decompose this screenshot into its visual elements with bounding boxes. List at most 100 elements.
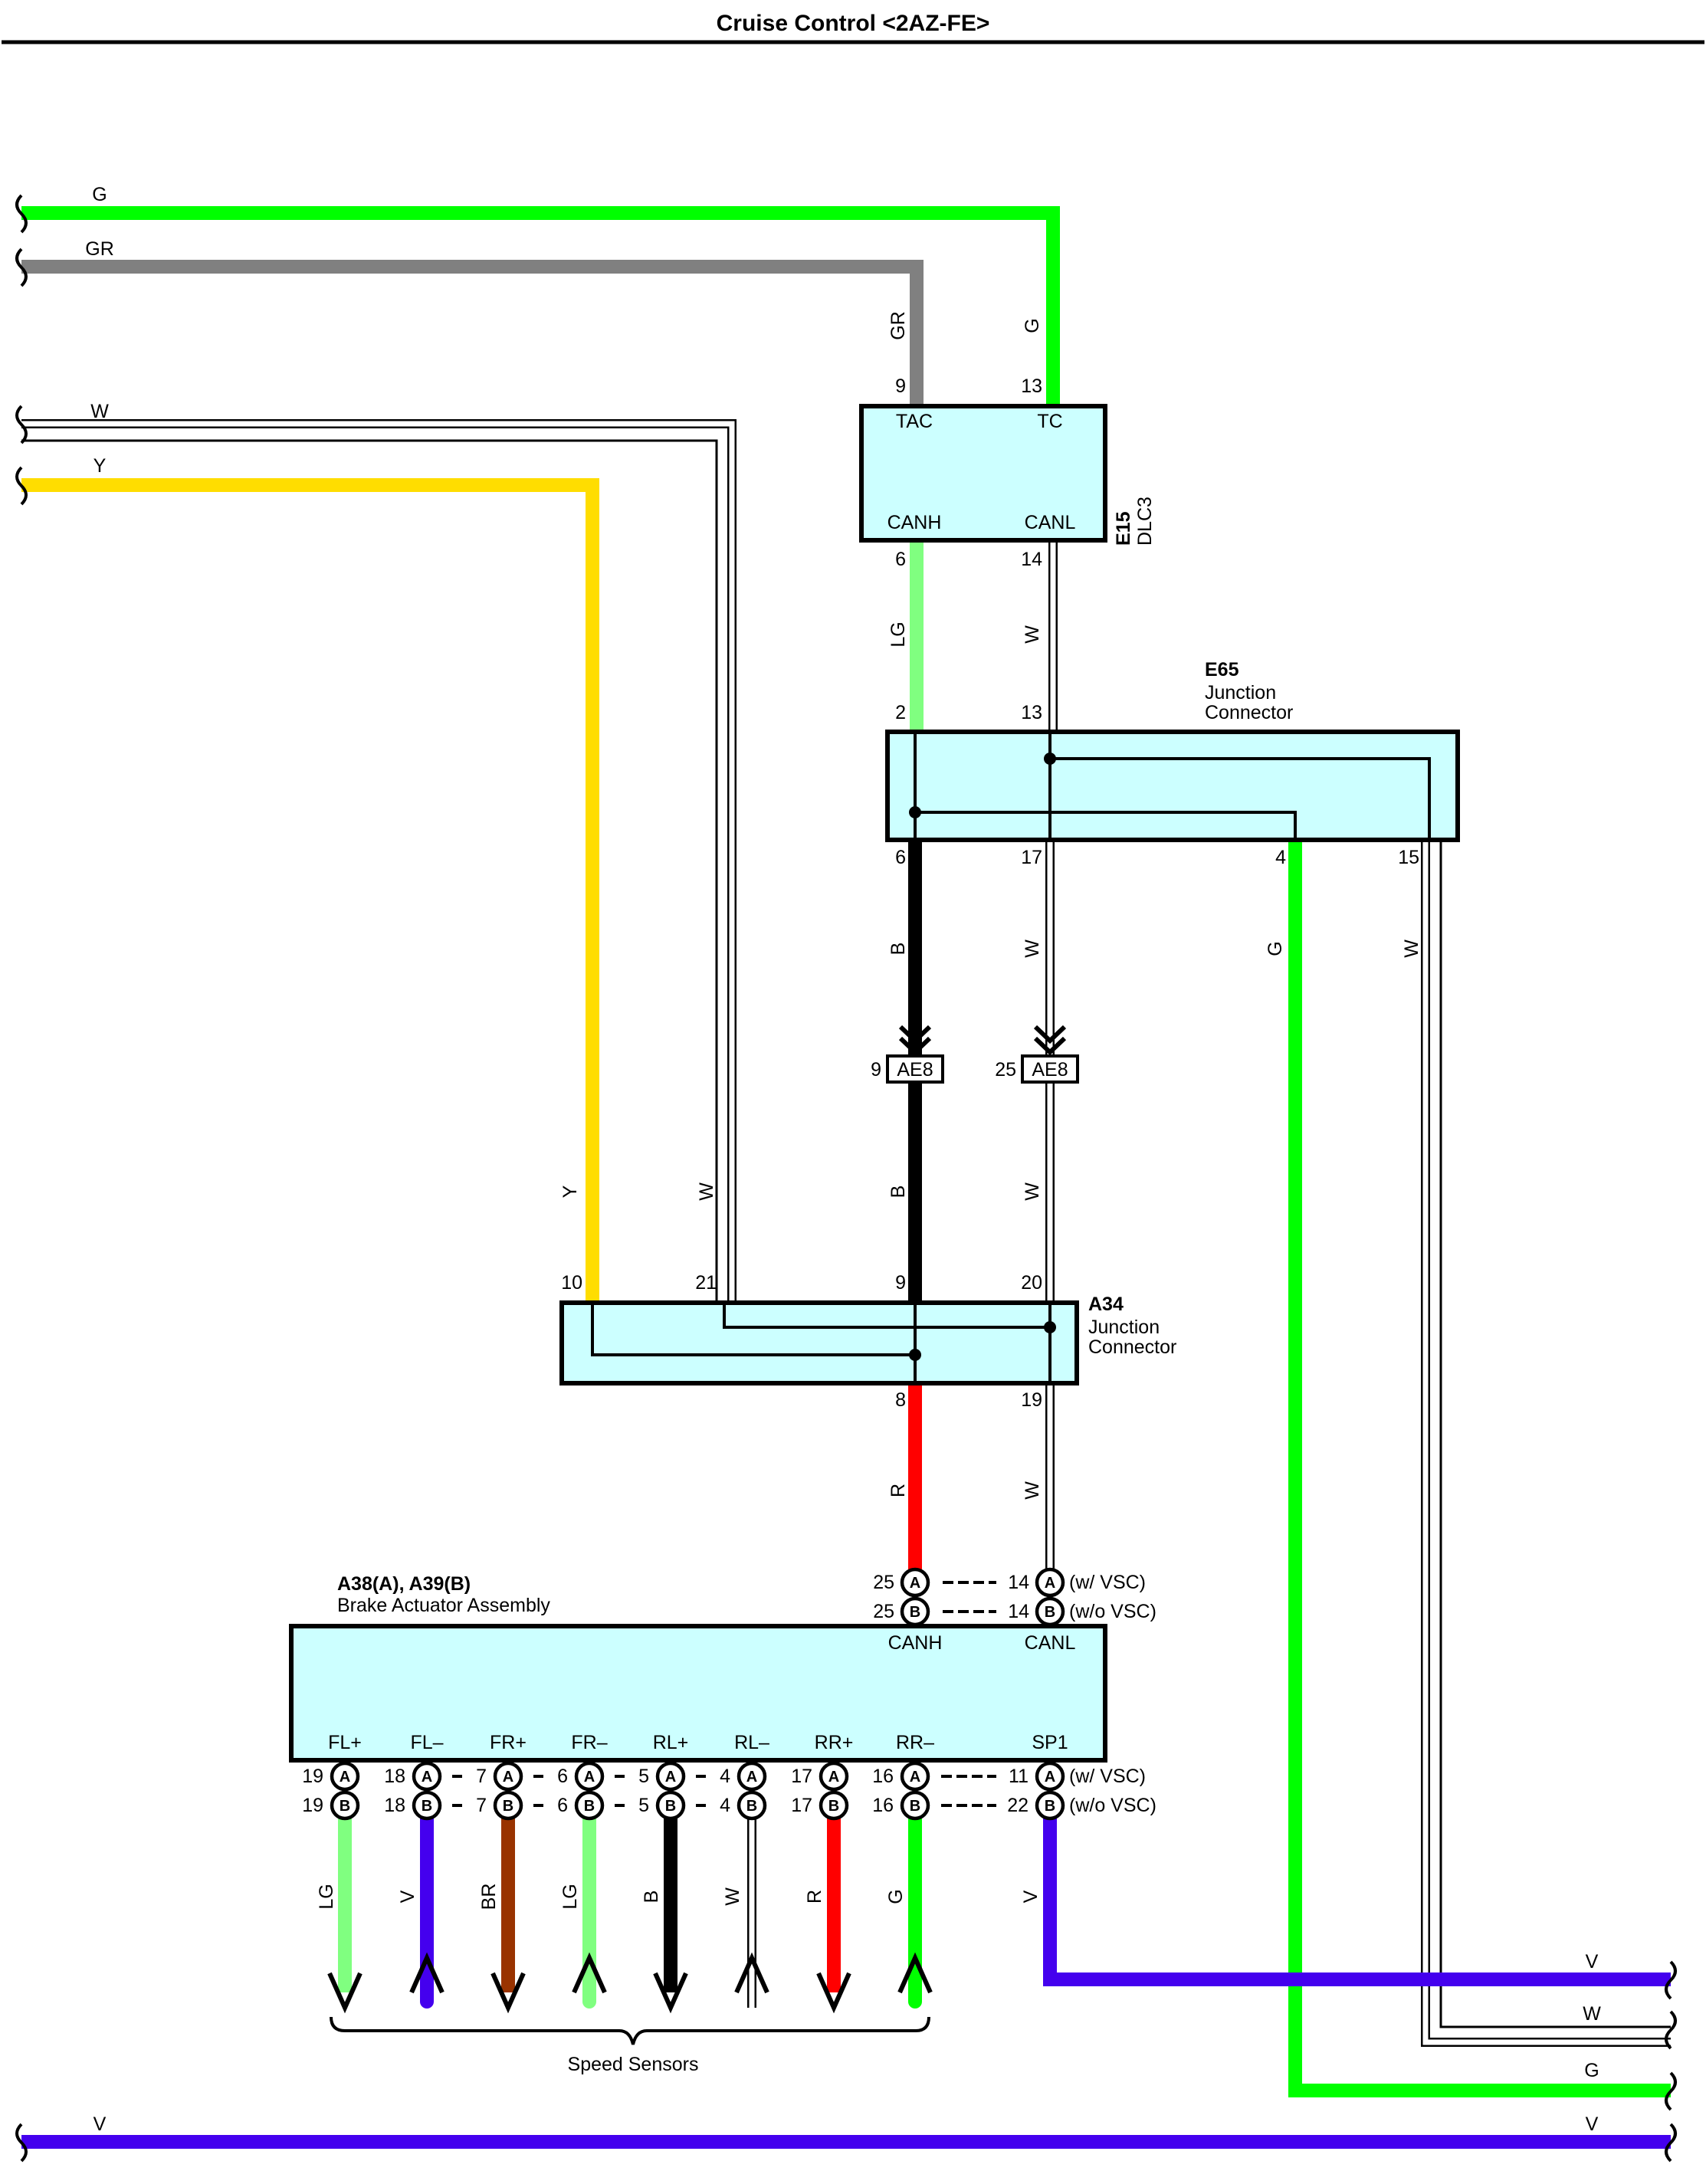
a34-pin-9: 9 <box>895 1272 906 1294</box>
ae8-left-box <box>886 1054 944 1084</box>
e65-line1: Junction <box>1205 682 1276 703</box>
sensor-pinno-fr-minus-a: 6 <box>557 1766 568 1787</box>
brake-actuator-assembly <box>289 1624 1107 1763</box>
e65-wire-g: G <box>1265 941 1286 956</box>
left-wire-label-w: W <box>90 401 109 422</box>
pin-letter: A <box>340 1769 350 1786</box>
ae8-wire-w: W <box>1022 1182 1043 1201</box>
sensor-label-fl-minus: FL– <box>410 1732 443 1753</box>
wire-w-left <box>21 419 737 1303</box>
e65-pin-17: 17 <box>1021 847 1042 868</box>
ae8-right-box <box>1021 1054 1079 1084</box>
sensor-label-fr-plus: FR+ <box>490 1732 527 1753</box>
sensor-rr-minus <box>897 1809 933 2009</box>
a34-wire-w: W <box>696 1182 717 1201</box>
sp1-pinno-a: 11 <box>1009 1766 1029 1787</box>
sensor-pin-dashes <box>452 1775 706 1807</box>
actuator-canh-pinno-b: 25 <box>873 1601 894 1622</box>
e65-code: E65 <box>1205 659 1239 680</box>
pin-letter: B <box>665 1798 676 1815</box>
e65-pin-2: 2 <box>895 702 906 723</box>
actuator-name: Brake Actuator Assembly <box>337 1595 550 1616</box>
right-wire-label-w: W <box>1583 2003 1601 2025</box>
ae8-left-label: AE8 <box>897 1059 933 1081</box>
e65-pin-4: 4 <box>1275 847 1286 868</box>
pin-letter: A <box>422 1769 432 1786</box>
sensor-label-fl-plus: FL+ <box>328 1732 362 1753</box>
pin-letter: B <box>340 1798 350 1815</box>
sensor-rl-plus <box>653 1816 688 2014</box>
a34-line2: Connector <box>1088 1336 1176 1358</box>
e65-wire-w: W <box>1022 940 1043 958</box>
dlc3-pinno-canh: 6 <box>895 549 906 570</box>
pin-letter: B <box>746 1798 757 1815</box>
ae8-wire-b: B <box>887 1185 909 1199</box>
pin-letter: A <box>584 1769 595 1786</box>
sensor-wire-label-rr-plus: R <box>804 1890 825 1904</box>
sensor-pinno-fr-minus-b: 6 <box>557 1795 568 1816</box>
e65-splice-2 <box>1044 753 1056 765</box>
sensor-wire-label-fl-plus: LG <box>316 1884 337 1909</box>
sensor-label-rr-minus: RR– <box>896 1732 934 1753</box>
sensor-pinno-rl-plus-a: 5 <box>638 1766 649 1787</box>
sensor-pinno-fl-plus-a: 19 <box>302 1766 323 1787</box>
sensor-pinno-fl-minus-a: 18 <box>384 1766 405 1787</box>
e65-pin-6: 6 <box>895 847 906 868</box>
dlc3-pin-tac: TAC <box>896 411 933 432</box>
dlc3-pinno-tc: 13 <box>1021 375 1042 397</box>
sensor-pinno-rl-plus-b: 5 <box>638 1795 649 1816</box>
e65-pin-13: 13 <box>1021 702 1042 723</box>
a34-pin-21: 21 <box>695 1272 717 1294</box>
pin-letter: B <box>422 1798 432 1815</box>
dlc3-wire-w: W <box>1022 625 1043 644</box>
arrow-down-icon <box>490 1972 526 2014</box>
left-wire-label-y: Y <box>94 455 107 477</box>
a34-internal-wiring <box>591 1303 1051 1383</box>
sp1-note-a: (w/ VSC) <box>1069 1766 1146 1787</box>
sensor-fl-plus <box>327 1816 363 2014</box>
actuator-pin-canl: CANL <box>1025 1632 1076 1654</box>
pin-letter: B <box>910 1798 920 1815</box>
pin-letter: B <box>584 1798 595 1815</box>
sensor-pinno-fl-plus-b: 19 <box>302 1795 323 1816</box>
right-wire-label-v: V <box>1586 1951 1599 1972</box>
sensor-label-rl-minus: RL– <box>734 1732 769 1753</box>
ae8-chevron-right <box>1033 1025 1067 1056</box>
wire-w-e65 <box>1421 840 1671 2047</box>
a34-pin-10: 10 <box>561 1272 582 1294</box>
pin-letter: A <box>1045 1769 1055 1786</box>
dlc3-pinno-canl: 14 <box>1021 549 1042 570</box>
sensor-pin-circles <box>330 1761 1065 1821</box>
a34-wire-y: Y <box>559 1185 581 1198</box>
e65-junction-connector <box>885 730 1460 842</box>
arrow-up-icon <box>734 1952 769 1994</box>
ae8-left-pin: 9 <box>871 1059 881 1081</box>
page-title: Cruise Control <2AZ-FE> <box>717 11 990 36</box>
speed-sensors-label: Speed Sensors <box>568 2054 699 2075</box>
sensor-rr-plus <box>816 1816 851 2014</box>
wire-w-left-core <box>21 421 735 1303</box>
ae8-right-pin: 25 <box>995 1059 1016 1081</box>
dlc3-pin-canh: CANH <box>887 512 942 533</box>
pin-letter: B <box>828 1798 839 1815</box>
sensor-pinno-rr-minus-a: 16 <box>872 1766 894 1787</box>
a34-pin-19: 19 <box>1021 1389 1042 1411</box>
actuator-pin-sp1: SP1 <box>1032 1732 1068 1753</box>
ae8-chevron-left <box>898 1025 932 1056</box>
pin-letter: B <box>1045 1798 1055 1815</box>
a34-splice-2 <box>1044 1321 1056 1333</box>
a34-line1: Junction <box>1088 1317 1160 1338</box>
wire-w-left-inner <box>21 439 718 1303</box>
wire-w-e65-core <box>1422 840 1671 2045</box>
sp1-pinno-b: 22 <box>1007 1795 1029 1816</box>
sensor-fr-minus <box>572 1809 607 2009</box>
dlc3-wire-g: G <box>1022 318 1043 333</box>
e65-pin-15: 15 <box>1398 847 1419 868</box>
dlc3-name: DLC3 <box>1134 497 1156 546</box>
left-wire-label-v: V <box>94 2113 107 2135</box>
sensor-wire-label-fl-minus: V <box>397 1890 418 1903</box>
sp1-wire-label: V <box>1020 1890 1042 1903</box>
actuator-code: A38(A), A39(B) <box>337 1573 471 1595</box>
actuator-canl-letter-a: A <box>1045 1575 1055 1592</box>
